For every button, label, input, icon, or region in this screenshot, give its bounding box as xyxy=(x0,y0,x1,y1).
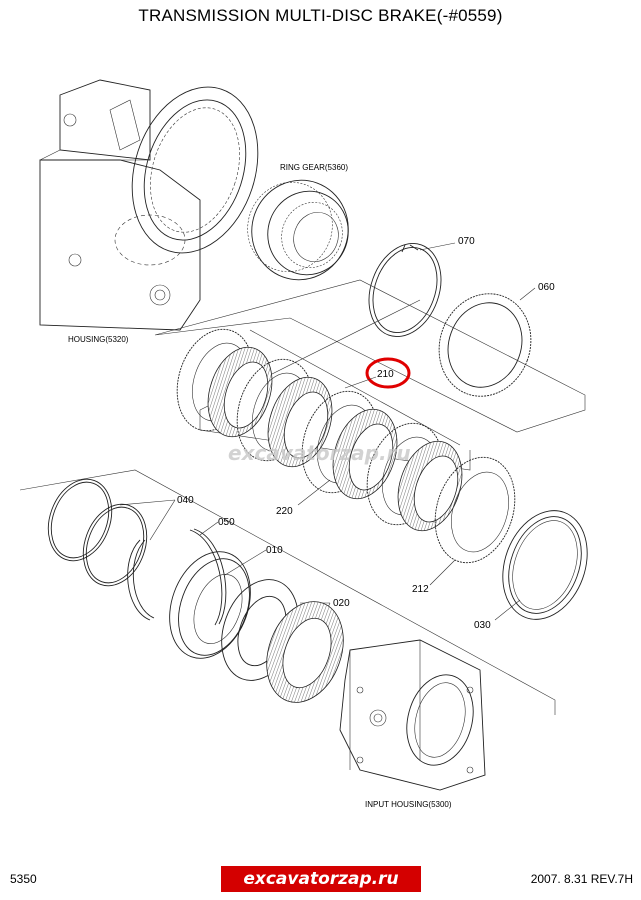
brand-banner[interactable]: excavatorzap.ru xyxy=(221,866,421,892)
label-040: 040 xyxy=(177,495,194,506)
label-060: 060 xyxy=(538,282,555,293)
input-housing-5300 xyxy=(339,639,486,791)
spring-050 xyxy=(189,528,227,626)
disc-pack-frame xyxy=(19,279,586,715)
date-revision: 2007. 8.31 REV.7H xyxy=(530,872,633,886)
label-010: 010 xyxy=(266,545,283,556)
piston-010 xyxy=(169,551,251,659)
label-220: 220 xyxy=(276,506,293,517)
label-050: 050 xyxy=(218,517,235,528)
label-ring-gear: RING GEAR(5360) xyxy=(280,163,348,172)
page-number: 5350 xyxy=(10,872,37,886)
label-020: 020 xyxy=(333,598,350,609)
washers-020 xyxy=(221,579,344,703)
seal-030 xyxy=(502,510,588,620)
label-210: 210 xyxy=(377,369,394,380)
label-030: 030 xyxy=(474,620,491,631)
snap-ring-070 xyxy=(368,242,456,338)
snap-rings-040 xyxy=(47,478,155,621)
highlight-circle-210 xyxy=(365,357,411,389)
label-212: 212 xyxy=(412,584,429,595)
page-title: TRANSMISSION MULTI-DISC BRAKE(-#0559) xyxy=(138,6,503,25)
label-input-housing: INPUT HOUSING(5300) xyxy=(365,800,452,809)
label-070: 070 xyxy=(458,236,475,247)
label-housing: HOUSING(5320) xyxy=(68,335,129,344)
disc-pack xyxy=(176,328,516,564)
ring-gear-5360 xyxy=(247,179,349,281)
watermark: excavatorzap.ru xyxy=(228,441,411,465)
plate-060 xyxy=(438,287,536,397)
housing-5320 xyxy=(39,79,259,331)
